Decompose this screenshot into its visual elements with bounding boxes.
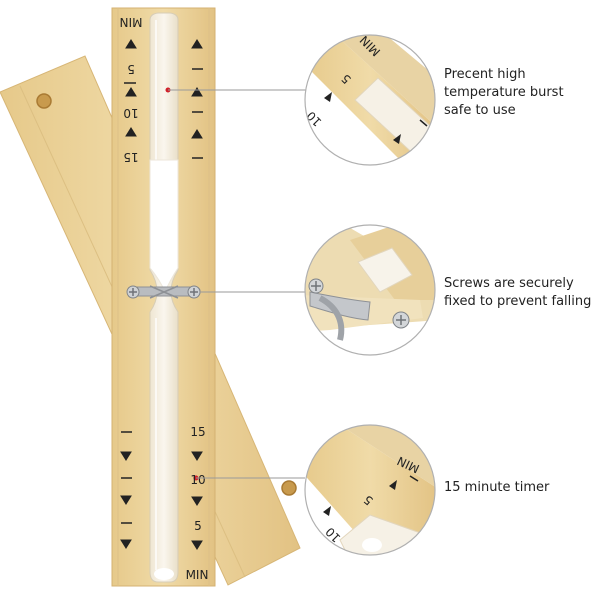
right-scale-top: [191, 39, 203, 159]
scale-labels-bottom: 15 10 5 MIN: [186, 425, 209, 582]
left-scale-bottom: [120, 431, 132, 549]
scale-triangle-icon: [125, 39, 137, 49]
scale-label: 15: [123, 150, 138, 164]
scale-triangle-icon: [389, 480, 397, 490]
white-sand: [149, 159, 179, 580]
scale-label: 5: [127, 62, 135, 76]
scale-triangle-icon: [120, 495, 132, 505]
hanging-hole: [36, 93, 52, 109]
callout-text-heat-resistant: Precent high temperature burst safe to u…: [444, 67, 564, 118]
hanging-hole: [281, 480, 297, 496]
scale-label: MIN: [120, 15, 143, 29]
scale-triangle-icon: [191, 540, 203, 550]
metal-bracket: [126, 285, 201, 299]
scale-label: 15: [190, 425, 205, 439]
scale-triangle-icon: [191, 39, 203, 49]
callout-zoom-circle-1: MIN 5 10: [304, 34, 436, 166]
scale-triangle-icon: [120, 451, 132, 461]
scale-triangle-icon: [120, 539, 132, 549]
scale-triangle-icon: [323, 506, 331, 516]
callout-text-screws: Screws are securely fixed to prevent fal…: [444, 276, 592, 309]
callout-text-timer: 15 minute timer: [444, 480, 550, 495]
scale-label: MIN: [186, 568, 209, 582]
scale-triangle-icon: [324, 92, 332, 102]
left-scale-top: [124, 39, 137, 137]
scale-triangle-icon: [393, 134, 401, 144]
scale-triangle-icon: [191, 129, 203, 139]
scale-triangle-icon: [125, 87, 137, 97]
scale-label: 10: [190, 473, 205, 487]
scale-triangle-icon: [191, 496, 203, 506]
scale-label: 10: [123, 106, 138, 120]
scale-triangle-icon: [191, 451, 203, 461]
scale-triangle-icon: [125, 127, 137, 137]
callout-zoom-circle-3: MIN 5 10: [304, 424, 436, 556]
scale-labels-top: MIN 5 10 15: [120, 15, 143, 164]
right-scale-bottom: [191, 451, 203, 550]
callout-zoom-circle-2: [304, 224, 436, 356]
scale-label: 5: [194, 519, 202, 533]
scale-triangle-icon: [191, 87, 203, 97]
